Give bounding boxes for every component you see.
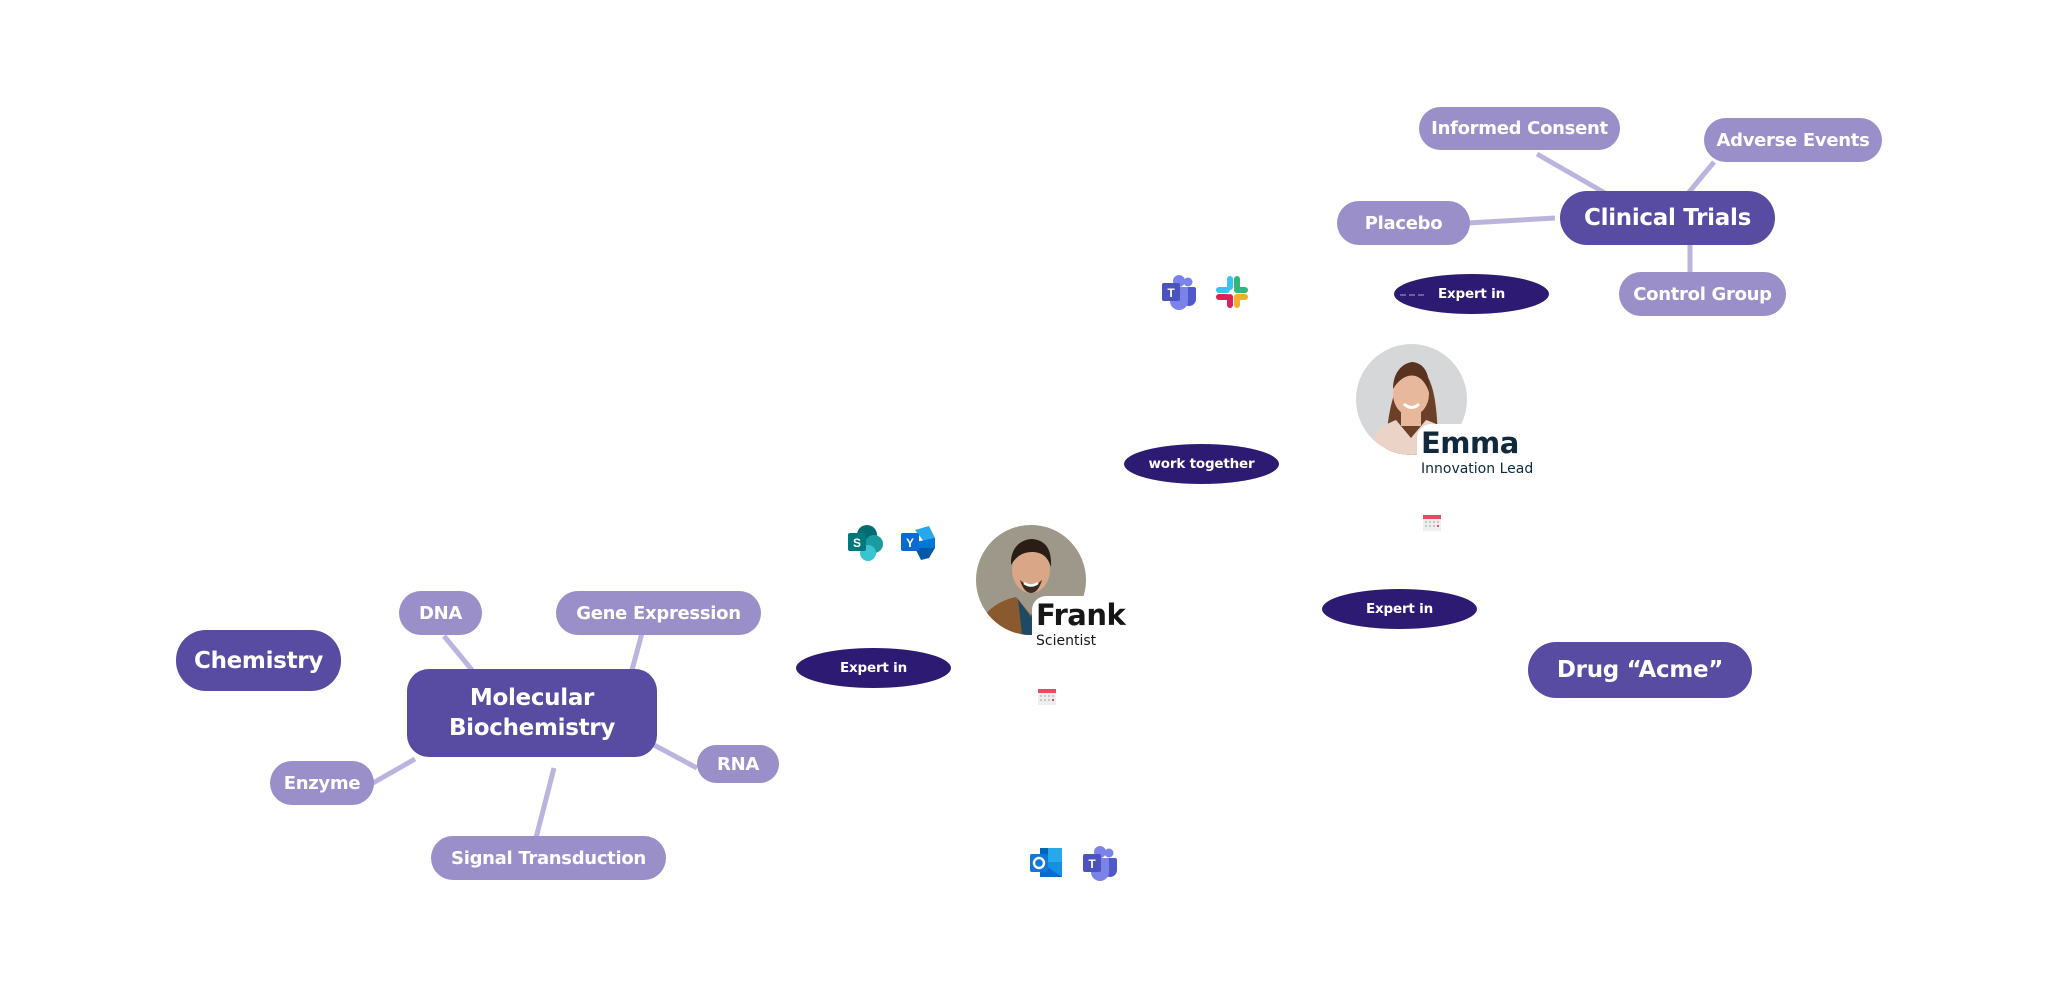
edge-molbio-dna	[442, 634, 474, 672]
subtopic-label: Gene Expression	[576, 602, 741, 624]
edge-molbio-enzyme	[371, 756, 417, 786]
subtopic-gene-expression[interactable]: Gene Expression	[556, 591, 761, 635]
topic-label: Drug “Acme”	[1556, 657, 1724, 683]
topic-label: Molecular Biochemistry	[448, 685, 616, 741]
subtopic-informed-consent[interactable]: Informed Consent	[1419, 107, 1620, 150]
topic-molecular-biochemistry[interactable]: Molecular Biochemistry	[407, 669, 657, 757]
svg-text:S: S	[853, 536, 861, 550]
yammer-icon[interactable]: Y	[899, 524, 937, 562]
person-role: Scientist	[1036, 633, 1097, 649]
subtopic-placebo[interactable]: Placebo	[1337, 201, 1470, 245]
subtopic-label: RNA	[717, 753, 759, 775]
person-frank[interactable]: Frank Scientist	[976, 525, 1130, 665]
dashed-edge-fragment	[1400, 294, 1424, 296]
person-emma[interactable]: Emma Innovation Lead	[1356, 344, 1556, 488]
topic-chemistry[interactable]: Chemistry	[176, 630, 341, 691]
subtopic-label: DNA	[418, 602, 463, 624]
edge-clinical-informed-consent	[1535, 151, 1607, 196]
subtopic-label: Placebo	[1364, 212, 1443, 234]
topic-label: Clinical Trials	[1584, 205, 1751, 231]
edge-molbio-signal-transduction	[533, 767, 557, 839]
edge-clinical-placebo	[1467, 215, 1556, 226]
subtopic-label: Control Group	[1633, 283, 1772, 305]
subtopic-enzyme[interactable]: Enzyme	[270, 761, 374, 805]
topic-clinical-trials[interactable]: Clinical Trials	[1560, 191, 1775, 245]
topic-label: Chemistry	[193, 647, 324, 674]
relation-label: Expert in	[1366, 601, 1433, 617]
subtopic-label: Enzyme	[283, 772, 361, 794]
teams-icon[interactable]: T	[1081, 844, 1119, 882]
edge-molbio-rna	[652, 742, 699, 771]
relation-label: Expert in	[840, 660, 907, 676]
subtopic-adverse-events[interactable]: Adverse Events	[1704, 118, 1882, 162]
subtopic-rna[interactable]: RNA	[697, 745, 779, 783]
relation-pill-work-together[interactable]: work together	[1124, 444, 1279, 484]
edge-molbio-gene-expression	[629, 632, 645, 671]
subtopic-control-group[interactable]: Control Group	[1619, 272, 1786, 316]
topic-drug-acme[interactable]: Drug “Acme”	[1528, 642, 1752, 698]
relation-label: Expert in	[1438, 286, 1505, 302]
svg-text:T: T	[1088, 857, 1096, 871]
calendar-icon[interactable]	[1422, 512, 1442, 532]
outlook-icon[interactable]	[1028, 844, 1066, 882]
person-name: Frank	[1036, 598, 1126, 632]
svg-text:Y: Y	[906, 536, 914, 550]
subtopic-dna[interactable]: DNA	[399, 591, 482, 635]
person-role: Innovation Lead	[1421, 461, 1534, 477]
teams-icon[interactable]: T	[1160, 273, 1198, 311]
relation-label: work together	[1148, 456, 1255, 472]
person-name: Emma	[1421, 426, 1519, 460]
calendar-icon[interactable]	[1037, 686, 1057, 706]
relation-pill-emma-drug-acme[interactable]: Expert in	[1322, 589, 1477, 629]
relation-pill-emma-clinical-trials[interactable]: Expert in	[1394, 274, 1549, 314]
svg-text:T: T	[1167, 286, 1175, 300]
subtopic-label: Adverse Events	[1716, 129, 1870, 151]
person-label-frank: Frank Scientist	[1032, 596, 1130, 662]
relation-pill-frank-molecular-biochemistry[interactable]: Expert in	[796, 648, 951, 688]
subtopic-label: Signal Transduction	[451, 847, 646, 869]
subtopic-signal-transduction[interactable]: Signal Transduction	[431, 836, 666, 880]
sharepoint-icon[interactable]: S	[846, 524, 884, 562]
slack-icon[interactable]	[1213, 273, 1251, 311]
person-label-emma: Emma Innovation Lead	[1417, 424, 1551, 488]
subtopic-label: Informed Consent	[1431, 118, 1608, 139]
